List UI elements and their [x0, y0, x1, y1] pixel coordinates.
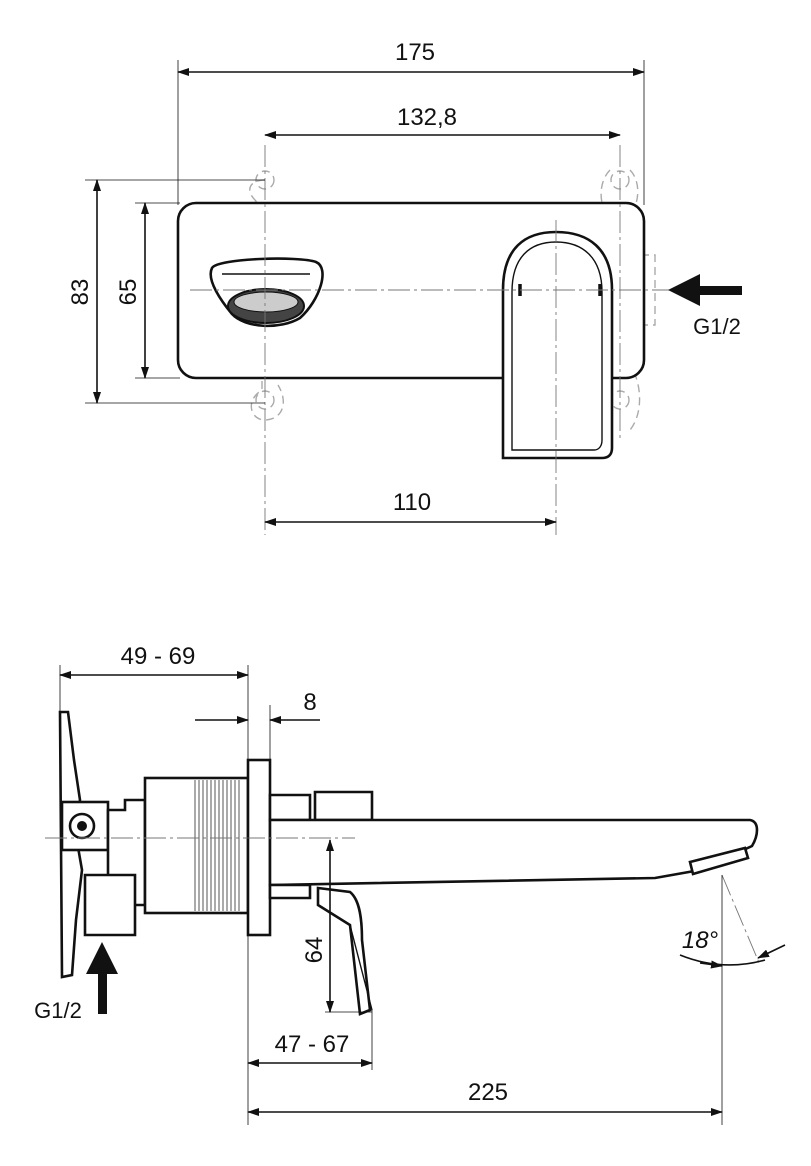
- dim-lever-height: 64: [301, 937, 328, 964]
- side-spout: [268, 818, 759, 887]
- inlet-arrow-icon: [668, 274, 742, 306]
- side-lever: [316, 886, 372, 1016]
- front-inlet-label: G1/2: [693, 314, 741, 339]
- dim-total-width: 175: [395, 39, 435, 66]
- lever-handle: [501, 230, 614, 460]
- dim-plate-height: 65: [115, 279, 142, 306]
- dim-spout-reach: 225: [468, 1079, 508, 1106]
- angle-label: 18°: [682, 927, 719, 954]
- front-view: 175 132,8 83 65 110 G1/2: [67, 39, 742, 535]
- side-view: 49 - 69 8 64 47 - 67 225 18° G1/2: [34, 643, 786, 1125]
- thread-lines: [194, 780, 240, 911]
- threaded-sleeve: [143, 776, 250, 915]
- dim-total-height: 83: [67, 279, 94, 306]
- side-cover-plate: [246, 758, 272, 937]
- dim-plate-thickness: 8: [303, 689, 316, 716]
- dim-hole-spacing: 132,8: [397, 104, 457, 131]
- spout-outlet: [209, 257, 324, 328]
- dim-spout-lever: 110: [393, 489, 431, 516]
- dim-lever-range: 47 - 67: [275, 1031, 350, 1058]
- dim-wall-range: 49 - 69: [121, 643, 196, 670]
- side-inlet-arrow-icon: [86, 942, 118, 1014]
- side-inlet-label: G1/2: [34, 998, 82, 1023]
- angle-arc: [679, 954, 766, 966]
